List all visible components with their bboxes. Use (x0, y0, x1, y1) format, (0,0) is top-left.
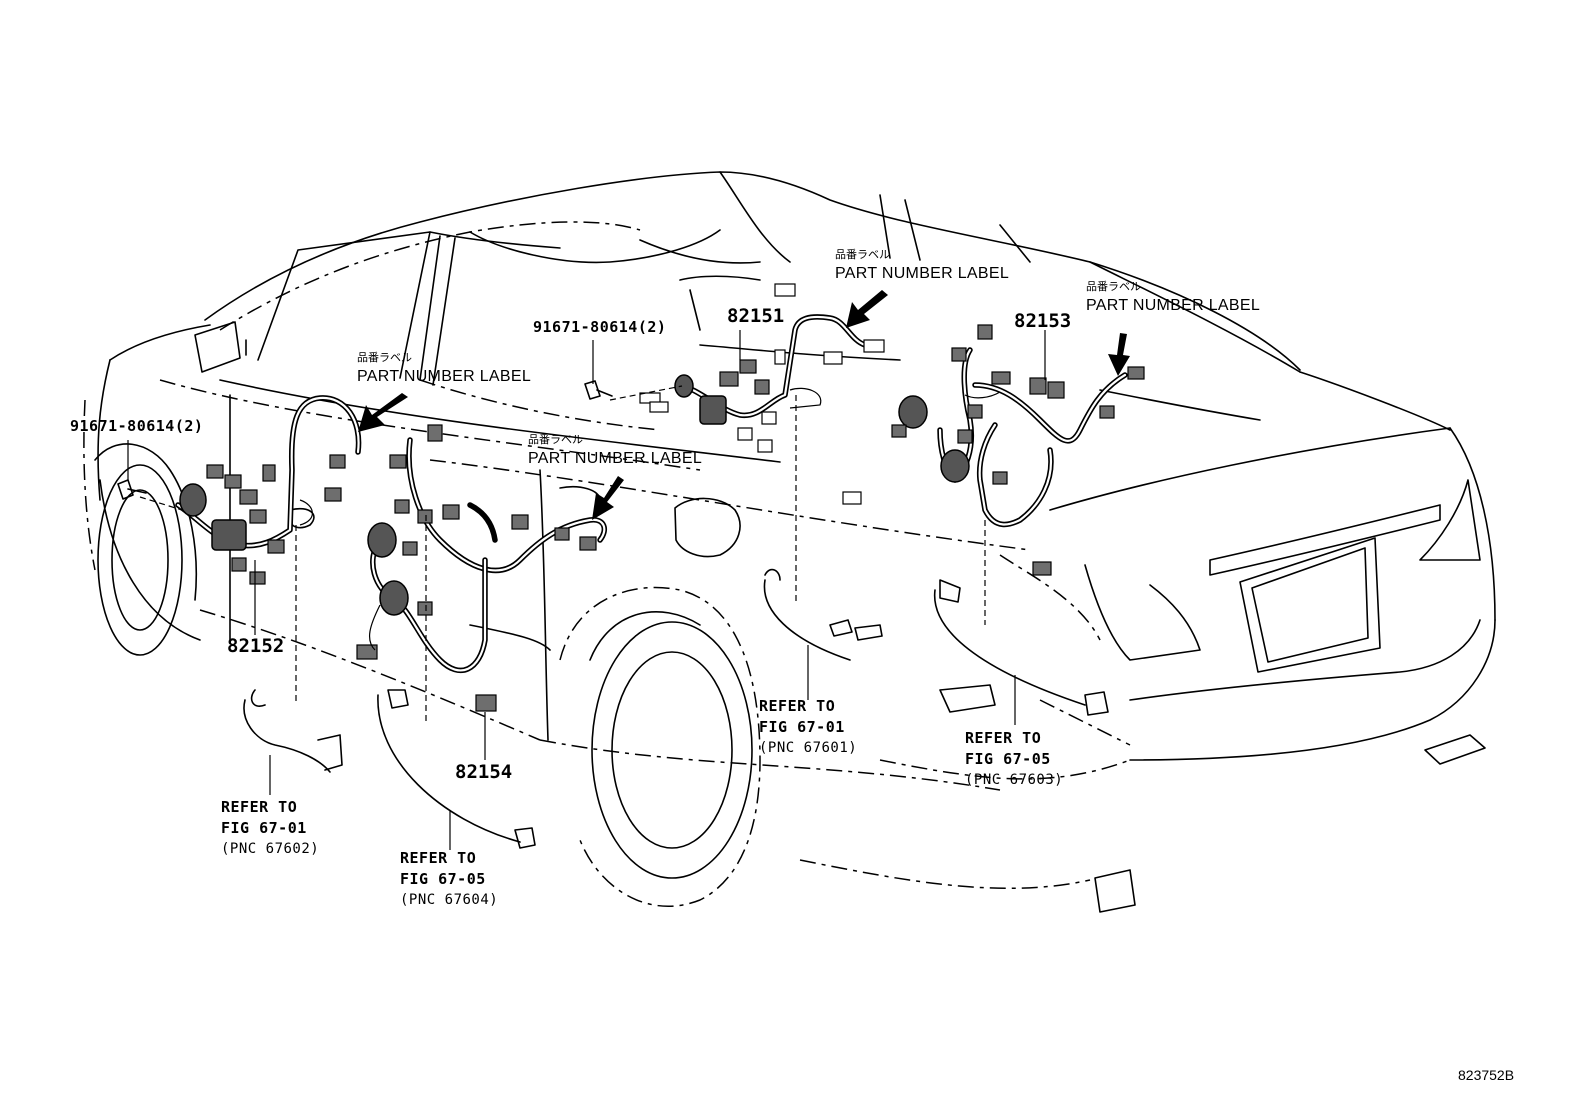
refer-note-67603: REFER TO FIG 67-05 (PNC 67603) (965, 728, 1063, 791)
refer-line-1: REFER TO (965, 729, 1042, 747)
refer-note-67604: REFER TO FIG 67-05 (PNC 67604) (400, 848, 498, 911)
refer-line-2: FIG 67-05 (400, 870, 486, 888)
refer-line-2: FIG 67-01 (221, 819, 307, 837)
sub-harness-67604 (377, 689, 536, 849)
part-number-label-jp-1: 品番ラベル (357, 351, 412, 364)
part-number-label-jp-4: 品番ラベル (1086, 280, 1141, 293)
front-wheel (94, 443, 201, 656)
part-number-label-2: PART NUMBER LABEL (528, 450, 703, 467)
refer-line-1: REFER TO (400, 849, 477, 867)
refer-line-3: (PNC 67601) (759, 740, 858, 756)
refer-line-2: FIG 67-05 (965, 750, 1051, 768)
part-label-82151: 82151 (727, 305, 785, 327)
refer-line-3: (PNC 67602) (221, 841, 320, 857)
refer-line-1: REFER TO (221, 798, 298, 816)
part-number-label-jp-3: 品番ラベル (835, 248, 890, 261)
sub-harness-67602 (243, 689, 343, 773)
harness-82153 (891, 324, 1145, 576)
rear-wheel (559, 586, 761, 907)
arrow-icon-4 (1108, 333, 1130, 376)
bolt-icon-mid (584, 380, 613, 400)
part-label-82153: 82153 (1014, 310, 1072, 332)
locator-lines (139, 385, 986, 725)
part-label-82154: 82154 (455, 761, 513, 783)
refer-line-3: (PNC 67603) (965, 772, 1064, 788)
bolt-part-number-mid: 91671-80614(2) (533, 318, 667, 336)
car-body-outline (83, 171, 1496, 913)
refer-note-67602: REFER TO FIG 67-01 (PNC 67602) (221, 797, 319, 860)
bolt-icon-left (117, 479, 147, 500)
refer-line-2: FIG 67-01 (759, 718, 845, 736)
harness-82154 (356, 424, 608, 712)
part-number-label-jp-2: 品番ラベル (528, 433, 583, 446)
part-number-label-4: PART NUMBER LABEL (1086, 297, 1261, 314)
leader-lines (127, 330, 1046, 850)
arrow-icon-2 (592, 476, 624, 520)
part-label-82152: 82152 (227, 635, 285, 657)
figure-id: 823752B (1458, 1067, 1515, 1083)
refer-line-3: (PNC 67604) (400, 892, 499, 908)
part-number-label-3: PART NUMBER LABEL (835, 265, 1010, 282)
bolt-part-number-left: 91671-80614(2) (70, 417, 204, 435)
harness-82151 (639, 283, 885, 505)
refer-line-1: REFER TO (759, 697, 836, 715)
sub-harness-67601 (763, 568, 883, 661)
arrow-icon-1 (358, 393, 408, 432)
arrow-icon-3 (846, 290, 888, 328)
sub-harness-67603 (933, 579, 1109, 716)
harness-82152 (175, 395, 362, 585)
part-number-label-1: PART NUMBER LABEL (357, 368, 532, 385)
refer-note-67601: REFER TO FIG 67-01 (PNC 67601) (759, 696, 857, 759)
